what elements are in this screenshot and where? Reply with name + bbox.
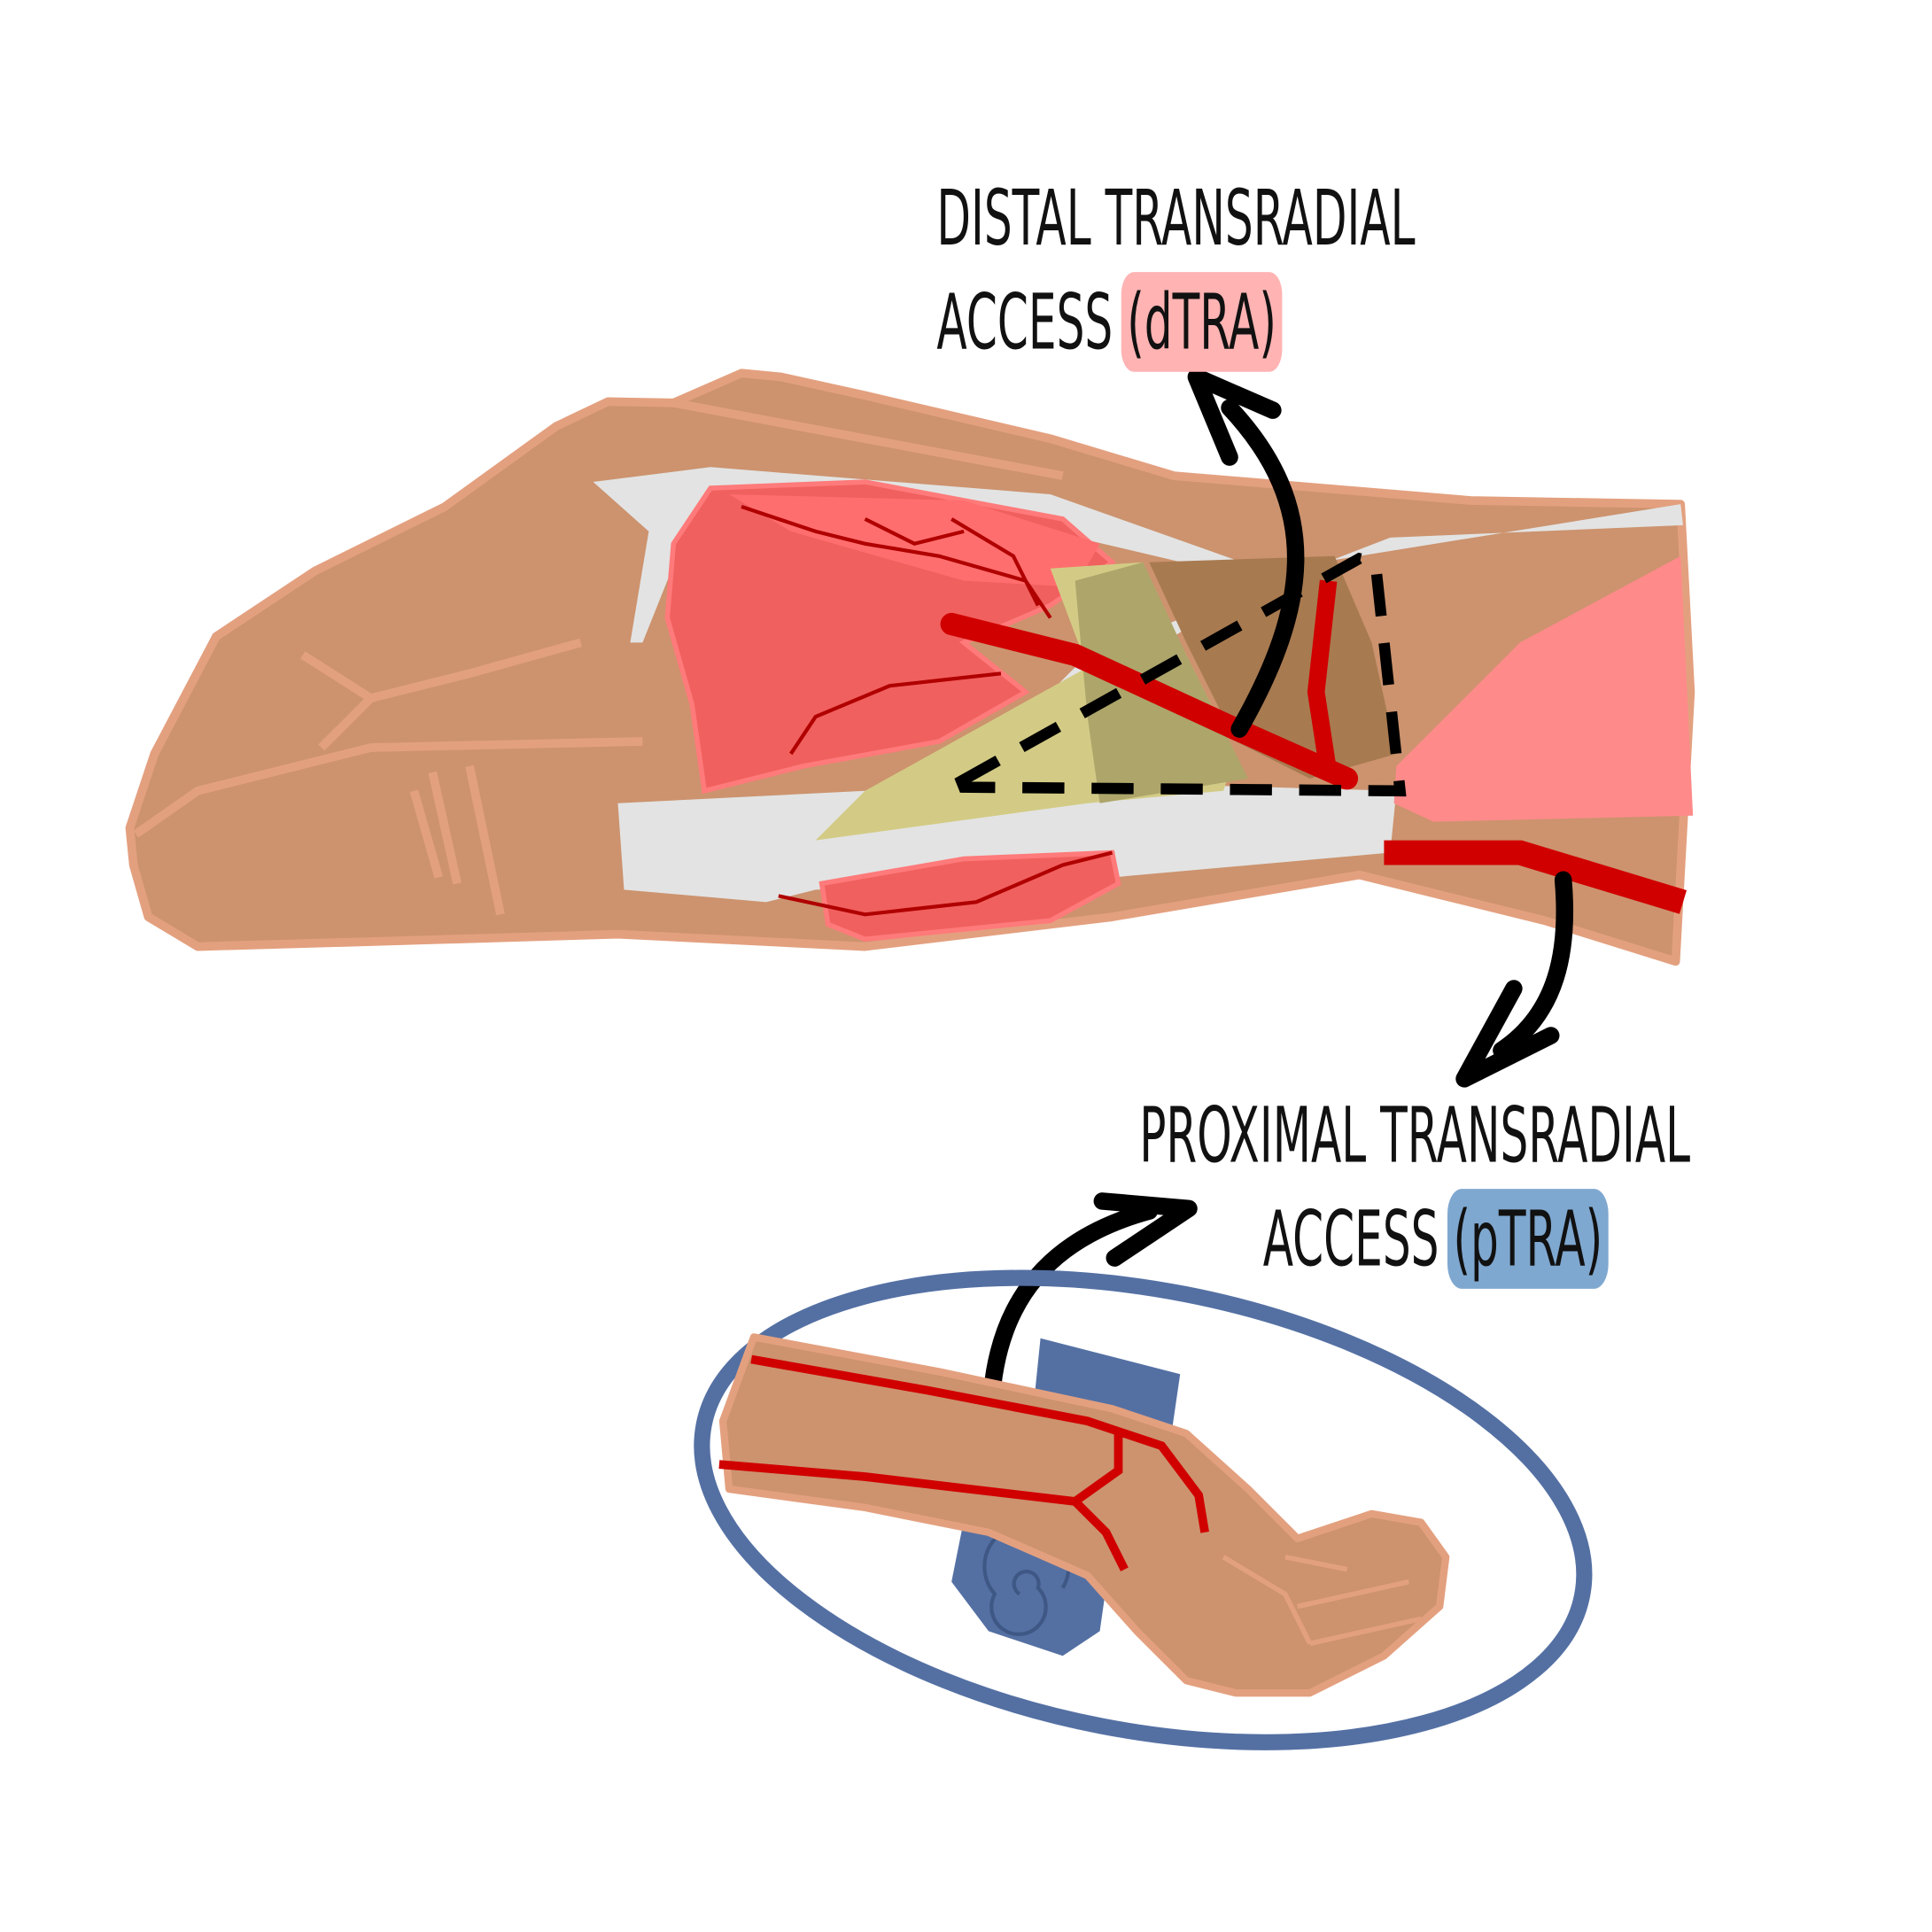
proximal-abbrev-badge [1447,1189,1609,1289]
palm-creases [1222,1554,1422,1647]
radial-artery-branch [1307,579,1338,774]
forearm-supinated [718,1333,1450,1697]
forearm-artery-upper [750,1354,1209,1533]
distal-abbrev: (dTRA) [1127,277,1276,368]
distal-title-line1: DISTAL TRANSRADIAL [936,173,1415,263]
radial-artery-proximal [1384,840,1688,914]
proximal-access-word: ACCESS [1263,1194,1439,1284]
proximal-abbrev: (pTRA) [1453,1194,1602,1284]
hand-illustration [125,369,1695,966]
proximal-title-line1: PROXIMAL TRANSRADIAL [1139,1090,1690,1181]
distal-label: DISTAL TRANSRADIAL ACCESS (dTRA) [936,173,1416,372]
radial-artery-distal [940,612,1359,790]
distal-access-word: ACCESS [936,277,1113,368]
forearm-artery-lower [718,1433,1129,1571]
abductor-muscle-band [729,494,1100,587]
proximal-label: PROXIMAL TRANSRADIAL ACCESS (pTRA) [1139,1090,1690,1289]
pta-inset-ellipse [694,1269,1593,1750]
small-vessels [741,504,1113,917]
distal-abbrev-badge [1121,272,1283,372]
finger-crease [133,398,1064,916]
distal-arrow [1187,368,1305,738]
distal-title-line2: ACCESS (dTRA) [936,277,1276,368]
proximal-title-line2: ACCESS (pTRA) [1263,1194,1603,1284]
forearm-muscle [1393,555,1694,822]
proximal-arrow-down [1455,871,1574,1088]
